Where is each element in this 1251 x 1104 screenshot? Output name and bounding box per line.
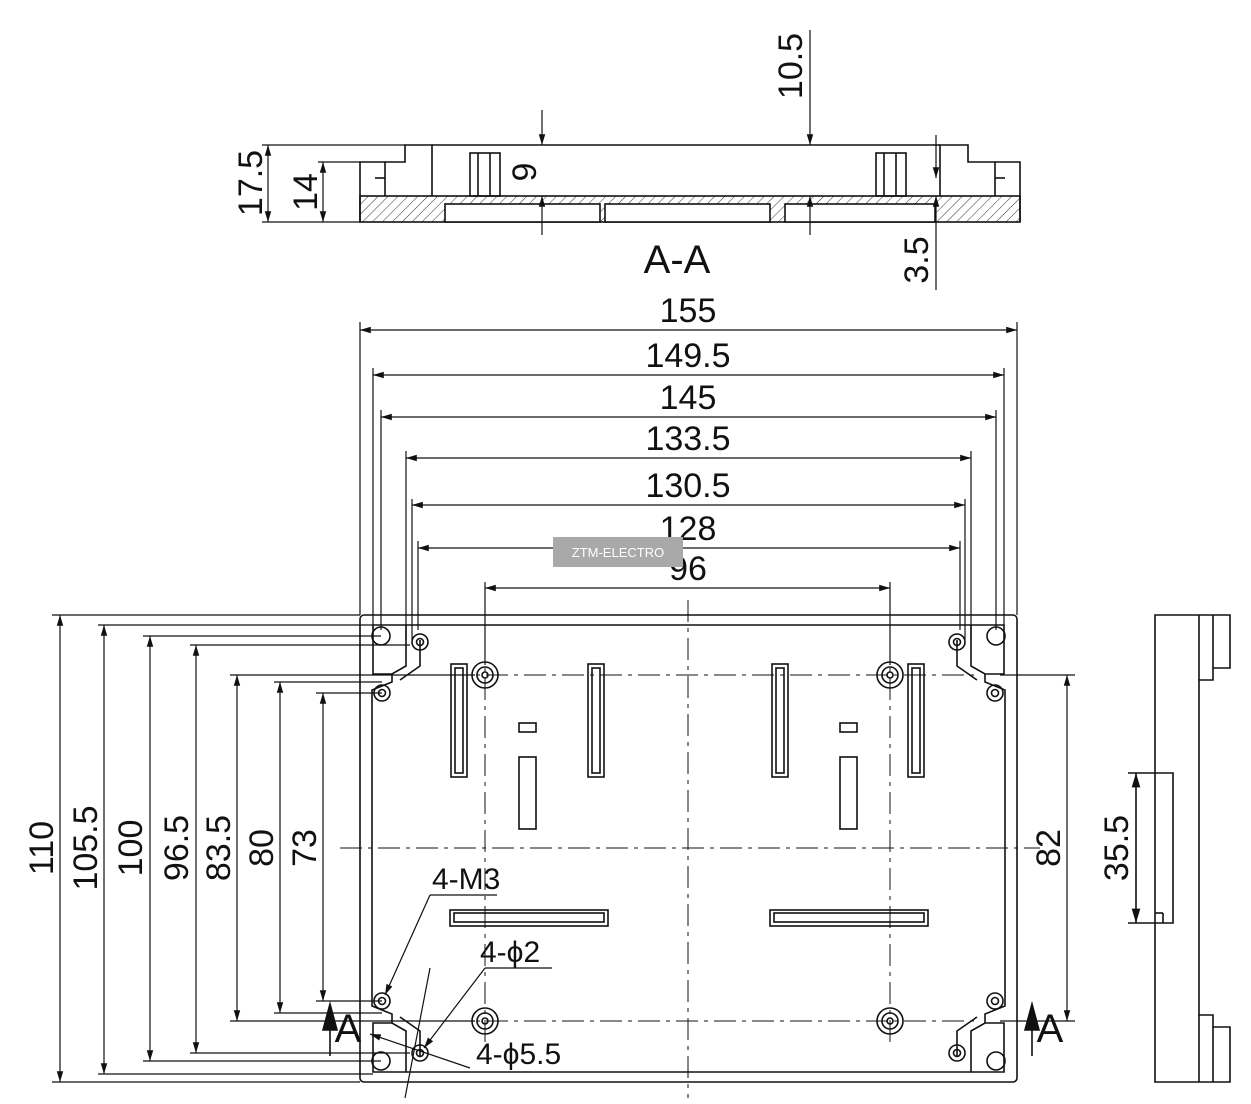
section-markers (321, 1000, 1041, 1056)
watermark: ZTM-ELECTRO (572, 545, 664, 560)
dim-side-slot: 35.5 (1098, 815, 1136, 881)
dim-height-80: 80 (243, 829, 281, 867)
width-dimension-lines (359, 322, 1018, 665)
section-view (359, 144, 1021, 223)
section-dimension-lines (262, 30, 940, 290)
pin-holes (411, 633, 966, 1062)
dim-total-height: 17.5 (232, 150, 270, 216)
note-thread-holes: 4-M3 (432, 863, 500, 896)
dim-height-83-5: 83.5 (200, 815, 238, 881)
side-view (1128, 614, 1231, 1083)
section-marker-right: A (1037, 1007, 1064, 1051)
dim-inner-82: 82 (1030, 829, 1068, 867)
dim-top-offset: 10.5 (772, 33, 810, 99)
note-pin-holes: 4-ϕ2 (480, 936, 540, 969)
right-dimension-lines (1000, 674, 1075, 1022)
dim-height-96-5: 96.5 (158, 815, 196, 881)
dim-slot-depth: 9 (506, 163, 544, 182)
dim-width-155: 155 (660, 292, 717, 330)
section-marker-left: A (335, 1007, 362, 1051)
card-slots (449, 663, 929, 927)
dim-inner-height: 14 (287, 173, 325, 211)
note-mount-holes: 4-ϕ5.5 (476, 1038, 561, 1071)
dim-width-149-5: 149.5 (645, 337, 730, 375)
dim-width-145: 145 (660, 379, 717, 417)
center-lines (340, 600, 1040, 1098)
dim-width-133-5: 133.5 (645, 420, 730, 458)
dim-height-100: 100 (112, 820, 150, 877)
dim-floor-thickness: 3.5 (898, 236, 936, 283)
dim-height-105-5: 105.5 (67, 805, 105, 890)
dim-height-110: 110 (23, 821, 61, 875)
dim-width-130-5: 130.5 (645, 467, 730, 505)
leader-lines (369, 894, 552, 1099)
watermark-box (553, 537, 683, 567)
section-label: A-A (644, 238, 711, 282)
dim-height-73: 73 (286, 829, 324, 867)
